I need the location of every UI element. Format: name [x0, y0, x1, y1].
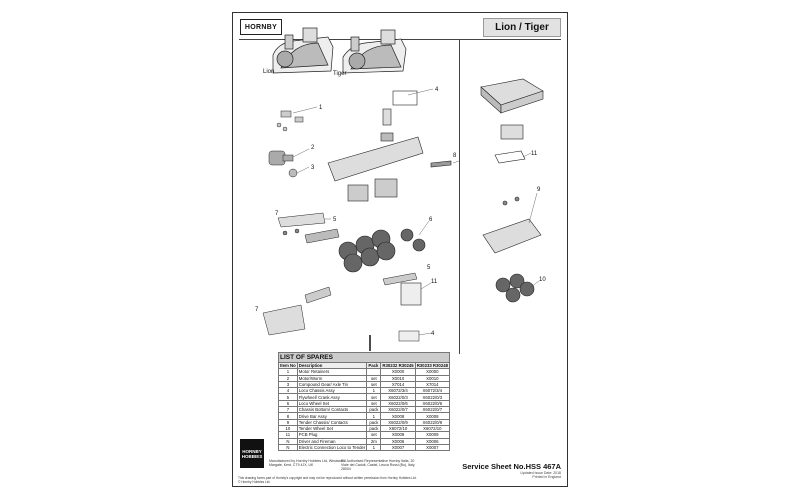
cell-b: X7014 — [414, 380, 451, 389]
small-chassis-part — [398, 330, 420, 342]
chassis-bottom-contacts — [277, 212, 326, 236]
callout-9: 9 — [537, 187, 541, 193]
cell-b: X0000 — [414, 368, 451, 376]
motor-retainers — [276, 110, 304, 132]
callout-7b: 7 — [255, 307, 259, 313]
tender-plate — [494, 150, 526, 164]
crank-assy-lower — [304, 272, 418, 304]
loco-body-tiger — [342, 29, 407, 74]
loco-chassis — [327, 90, 424, 202]
motor-worm — [268, 150, 294, 166]
cell-b: X0008 — [414, 412, 451, 420]
list-of-spares-table: LIST OF SPARES Item No Description Pack … — [278, 352, 451, 452]
cell-b: X6022/0/9 — [414, 418, 451, 426]
label-lion: Lion — [263, 69, 274, 75]
flywheel-crank — [304, 228, 340, 244]
chassis-lower — [262, 304, 306, 336]
cell-b: X6022/0/7 — [414, 406, 451, 414]
tender-wheel-set — [495, 273, 535, 303]
callout-5b: 5 — [427, 265, 431, 271]
callout-7: 7 — [275, 211, 279, 217]
callout-6: 6 — [429, 217, 433, 223]
drive-bar — [430, 160, 452, 168]
callout-3: 3 — [311, 165, 315, 171]
callout-10: 10 — [539, 277, 546, 283]
cell-b: X6072/10 — [414, 424, 451, 433]
copyright-notice: This drawing forms part of Hornby's copy… — [238, 476, 417, 480]
eu-representative: EU Authorised Representative Hornby Ital… — [341, 459, 416, 471]
col-tiger: R30233 R30248 — [414, 361, 451, 370]
callout-1: 1 — [319, 105, 323, 111]
callout-11b: 11 — [431, 279, 438, 285]
callout-4b: 4 — [431, 331, 435, 337]
brand-logo: HORNBY — [240, 19, 282, 35]
col-item: Item No — [278, 361, 298, 370]
tender-coal-load — [500, 124, 524, 140]
callout-11: 11 — [531, 151, 538, 157]
exploded-parts-diagram: Lion Tiger — [255, 27, 546, 351]
cell-b: X0006 — [414, 437, 451, 445]
loco-wheel-set — [338, 228, 426, 273]
callouts — [292, 88, 540, 336]
tender-body — [480, 78, 544, 114]
tender-chassis — [482, 196, 542, 254]
callout-5: 5 — [333, 217, 337, 223]
hornby-hobbies-logo: HORNBY HOBBIES — [240, 439, 264, 468]
spares-title: LIST OF SPARES — [278, 352, 450, 363]
service-sheet-number: Service Sheet No.HSS 467A — [462, 462, 561, 471]
cell-desc: Electric Connection Loco to Tender — [296, 443, 368, 452]
cell-b: X0010 — [414, 374, 451, 382]
label-tiger: Tiger — [333, 71, 346, 77]
cell-b: X0009 — [414, 431, 451, 439]
col-lion: R30232 R30245 — [380, 361, 416, 370]
issue-date: Updated Issue Date: 2018 — [520, 471, 561, 475]
cell-b: X6022/0/6 — [414, 399, 451, 408]
cell-b: X0007 — [414, 443, 451, 452]
service-sheet: HORNBY Lion / Tiger Lion Tiger — [232, 12, 568, 487]
cell-b: X6022/0/3 — [414, 393, 451, 401]
column-divider — [459, 39, 460, 354]
loco-body-lion — [272, 27, 334, 74]
copyright-owner: © Hornby Hobbies Ltd. — [238, 480, 271, 484]
cell-a: X0007 — [380, 443, 416, 452]
made-in: Printed in England — [532, 475, 561, 479]
callout-4: 4 — [435, 87, 439, 93]
pcb-plug — [400, 282, 422, 306]
callout-2: 2 — [311, 145, 315, 151]
cell-b: X6072/3/4 — [414, 387, 451, 395]
cell-pack: 1 — [366, 443, 382, 452]
cell-no: N — [278, 443, 298, 452]
manufacturer-address: Manufactured by Hornby Hobbies Ltd, West… — [269, 459, 346, 467]
callout-8: 8 — [453, 153, 457, 159]
callout-numbers: 1 2 3 4 5 6 7 8 9 10 11 7 5 4 11 — [255, 87, 546, 337]
page-title: Lion / Tiger — [483, 18, 561, 37]
compound-gear — [288, 168, 298, 178]
